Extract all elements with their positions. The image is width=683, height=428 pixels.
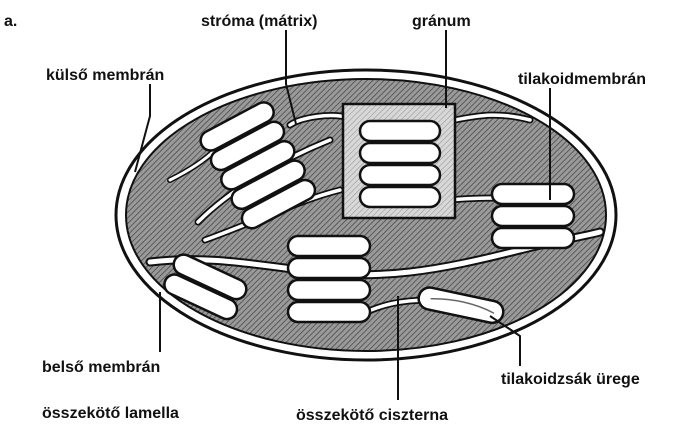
thylakoid-disc: [360, 143, 440, 163]
thylakoid-disc: [492, 206, 574, 226]
thylakoid-disc: [288, 280, 370, 300]
right-granum-stack: [492, 184, 574, 248]
center-granum-stack: [288, 236, 370, 322]
thylakoid-disc: [288, 302, 370, 322]
thylakoid-disc: [288, 236, 370, 256]
panel-letter: a.: [4, 13, 17, 30]
label-connecting-cistern: összekötő ciszterna: [296, 407, 448, 424]
label-granum: gránum: [412, 13, 471, 30]
label-stroma: stróma (mátrix): [201, 13, 317, 30]
thylakoid-disc: [360, 165, 440, 185]
thylakoid-disc: [360, 121, 440, 141]
label-thylakoid-membrane: tilakoidmembrán: [518, 71, 646, 88]
label-connecting-lamella: összekötő lamella: [42, 405, 179, 422]
granum-stack: [360, 121, 440, 207]
label-inner-membrane: belső membrán: [42, 359, 160, 376]
label-thylakoid-lumen: tilakoidzsák ürege: [501, 371, 640, 388]
thylakoid-disc: [360, 187, 440, 207]
thylakoid-disc: [492, 184, 574, 204]
thylakoid-disc: [288, 258, 370, 278]
thylakoid-disc: [492, 228, 574, 248]
label-outer-membrane: külső membrán: [46, 67, 164, 84]
